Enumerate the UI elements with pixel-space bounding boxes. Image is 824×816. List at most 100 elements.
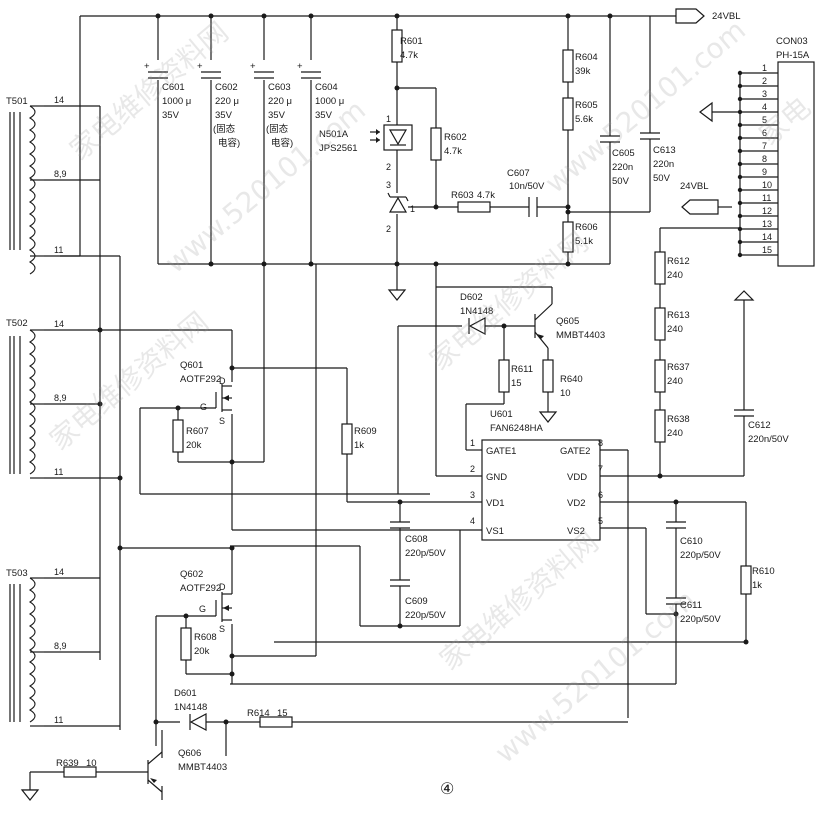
svg-text:8,9: 8,9 <box>54 393 67 403</box>
svg-text:+: + <box>250 61 256 72</box>
svg-text:AOTF292: AOTF292 <box>180 583 221 594</box>
resistor-r604: R604 39k <box>562 49 598 83</box>
svg-text:C602: C602 <box>215 82 238 93</box>
connector-pin-label: 5 <box>762 115 767 125</box>
ground-symbol <box>387 289 407 301</box>
svg-text:Q602: Q602 <box>180 569 203 580</box>
svg-text:35V: 35V <box>162 110 180 121</box>
resistor-r605: R605 5.6k <box>562 97 598 131</box>
svg-text:220p/50V: 220p/50V <box>680 614 721 625</box>
svg-text:14: 14 <box>54 95 64 105</box>
svg-text:R604: R604 <box>575 52 598 63</box>
connector-pin-label: 13 <box>762 219 772 229</box>
svg-text:7: 7 <box>598 464 603 474</box>
svg-text:2: 2 <box>470 464 475 474</box>
svg-text:+: + <box>197 61 203 72</box>
svg-text:R612: R612 <box>667 256 690 267</box>
junction-dots <box>97 13 749 725</box>
optocoupler-n501a: N501A JPS2561 1 2 3 2 1 <box>319 114 415 234</box>
svg-text:2: 2 <box>386 224 391 234</box>
svg-text:220 μ: 220 μ <box>268 96 292 107</box>
svg-text:D: D <box>219 376 226 386</box>
svg-text:R613: R613 <box>667 310 690 321</box>
svg-text:50V: 50V <box>653 173 671 184</box>
mosfet-q602: Q602 AOTF292 D G S <box>180 569 232 634</box>
svg-text:11: 11 <box>54 467 63 477</box>
transformer-t501: T501 14 8,9 11 <box>6 95 67 275</box>
svg-text:D601: D601 <box>174 688 197 699</box>
ground-arrow-connector <box>699 101 713 123</box>
svg-text:R608: R608 <box>194 632 217 643</box>
svg-text:220n/50V: 220n/50V <box>748 434 789 445</box>
svg-text:D: D <box>219 582 226 592</box>
wiring <box>29 15 747 800</box>
svg-text:15: 15 <box>277 708 288 719</box>
svg-text:3: 3 <box>386 180 391 190</box>
connector-pin-label: 15 <box>762 245 772 255</box>
connector-pin-label: 6 <box>762 128 767 138</box>
svg-text:24VBL: 24VBL <box>712 11 741 22</box>
svg-text:1: 1 <box>410 204 415 214</box>
svg-text:R607: R607 <box>186 426 209 437</box>
input-label-24vbl: 24VBL <box>680 181 719 215</box>
svg-text:Q605: Q605 <box>556 316 579 327</box>
resistor-r640: R640 10 <box>542 359 583 399</box>
capacitor-c604: + C604 1000 μ 35V <box>297 61 344 121</box>
svg-text:R638: R638 <box>667 414 690 425</box>
svg-text:C604: C604 <box>315 82 338 93</box>
svg-text:D602: D602 <box>460 292 483 303</box>
svg-text:VS2: VS2 <box>567 526 585 537</box>
capacitor-c611: C611 220p/50V <box>666 597 721 625</box>
svg-text:C601: C601 <box>162 82 185 93</box>
svg-text:VD1: VD1 <box>486 498 504 509</box>
connector-pin-label: 1 <box>762 63 767 73</box>
resistor-r612: R612 240 <box>654 251 690 285</box>
resistor-r610: R610 1k <box>740 565 775 595</box>
resistor-r609: R609 1k <box>341 423 377 455</box>
svg-text:FAN6248HA: FAN6248HA <box>490 423 543 434</box>
svg-text:50V: 50V <box>612 176 630 187</box>
connector-pin-label: 11 <box>762 193 771 203</box>
svg-text:电容): 电容) <box>218 137 240 149</box>
resistor-r603: R603 4.7k <box>451 190 495 213</box>
svg-text:1: 1 <box>470 438 475 448</box>
svg-text:R640: R640 <box>560 374 583 385</box>
resistor-r637: R637 240 <box>654 359 690 393</box>
svg-text:C610: C610 <box>680 536 703 547</box>
svg-text:4.7k: 4.7k <box>444 146 462 157</box>
svg-text:T501: T501 <box>6 96 28 107</box>
svg-text:24VBL: 24VBL <box>680 181 709 192</box>
svg-text:C605: C605 <box>612 148 635 159</box>
svg-text:1N4148: 1N4148 <box>460 306 493 317</box>
mosfet-q601: Q601 AOTF292 D G S <box>180 360 232 426</box>
connector-pin-label: 3 <box>762 89 767 99</box>
svg-text:MMBT4403: MMBT4403 <box>178 762 227 773</box>
svg-text:240: 240 <box>667 376 683 387</box>
transformer-t503: T503 14 8,9 11 <box>6 567 67 727</box>
svg-text:1: 1 <box>386 114 391 124</box>
svg-text:T502: T502 <box>6 318 28 329</box>
svg-text:6: 6 <box>598 490 603 500</box>
svg-text:1000 μ: 1000 μ <box>162 96 191 107</box>
svg-text:240: 240 <box>667 270 683 281</box>
capacitor-c601: + C601 1000 μ 35V <box>144 61 191 121</box>
svg-text:39k: 39k <box>575 66 591 77</box>
svg-text:C608: C608 <box>405 534 428 545</box>
rail-label-24vbl: 24VBL <box>675 8 741 24</box>
svg-text:N501A: N501A <box>319 129 349 140</box>
svg-text:240: 240 <box>667 428 683 439</box>
svg-text:5.6k: 5.6k <box>575 114 593 125</box>
diode-d601: D601 1N4148 <box>174 688 207 731</box>
svg-text:+: + <box>297 61 303 72</box>
svg-text:R603: R603 <box>451 190 474 201</box>
svg-text:5: 5 <box>598 516 603 526</box>
svg-text:11: 11 <box>54 715 63 725</box>
resistor-r611: R611 15 <box>498 359 533 393</box>
svg-text:220p/50V: 220p/50V <box>405 610 446 621</box>
svg-text:20k: 20k <box>186 440 202 451</box>
svg-text:R614: R614 <box>247 708 270 719</box>
svg-text:240: 240 <box>667 324 683 335</box>
svg-text:PH-15A: PH-15A <box>776 50 810 61</box>
svg-text:JPS2561: JPS2561 <box>319 143 358 154</box>
svg-text:1k: 1k <box>354 440 364 451</box>
